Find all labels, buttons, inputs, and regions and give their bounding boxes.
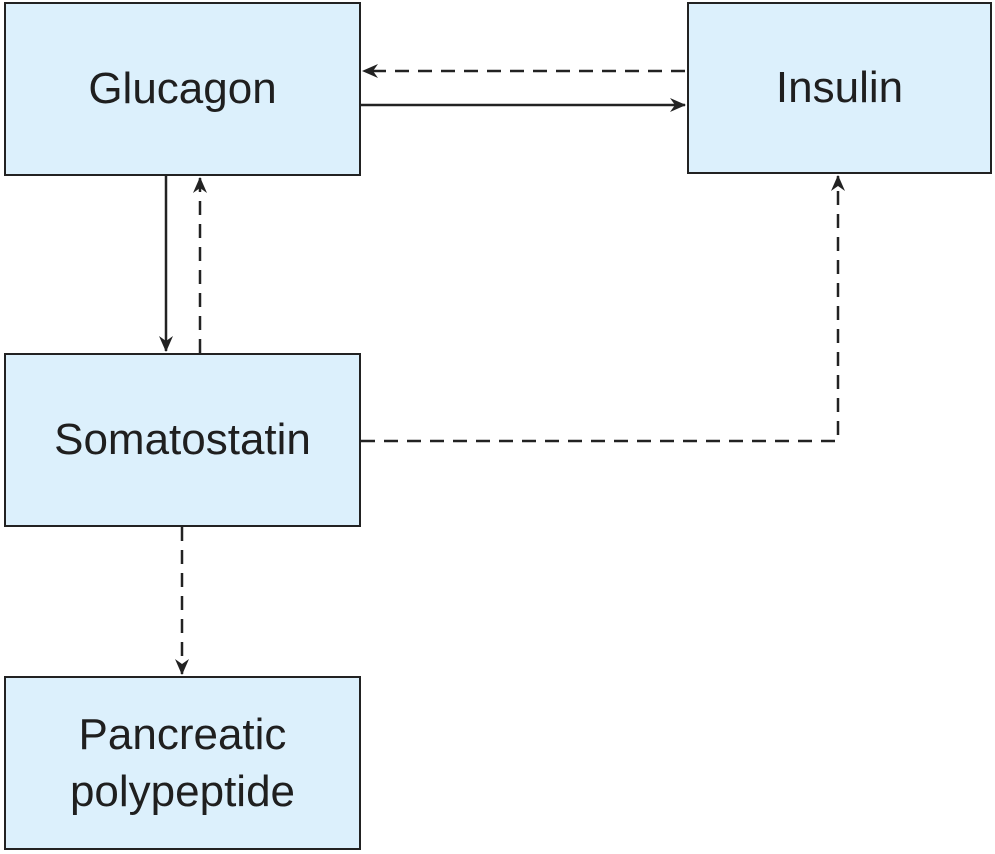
insulin-box: Insulin <box>687 2 992 174</box>
glucagon-box: Glucagon <box>4 2 361 176</box>
pancreatic-polypeptide-label: Pancreatic polypeptide <box>69 709 296 816</box>
glucagon-label: Glucagon <box>88 64 277 114</box>
somatostatin-box: Somatostatin <box>4 353 361 527</box>
insulin-label: Insulin <box>775 63 904 113</box>
pancreatic-polypeptide-box: Pancreatic polypeptide <box>4 676 361 850</box>
somatostatin-label: Somatostatin <box>54 415 311 465</box>
arrow-somatostatin-to-insulin <box>361 175 845 443</box>
